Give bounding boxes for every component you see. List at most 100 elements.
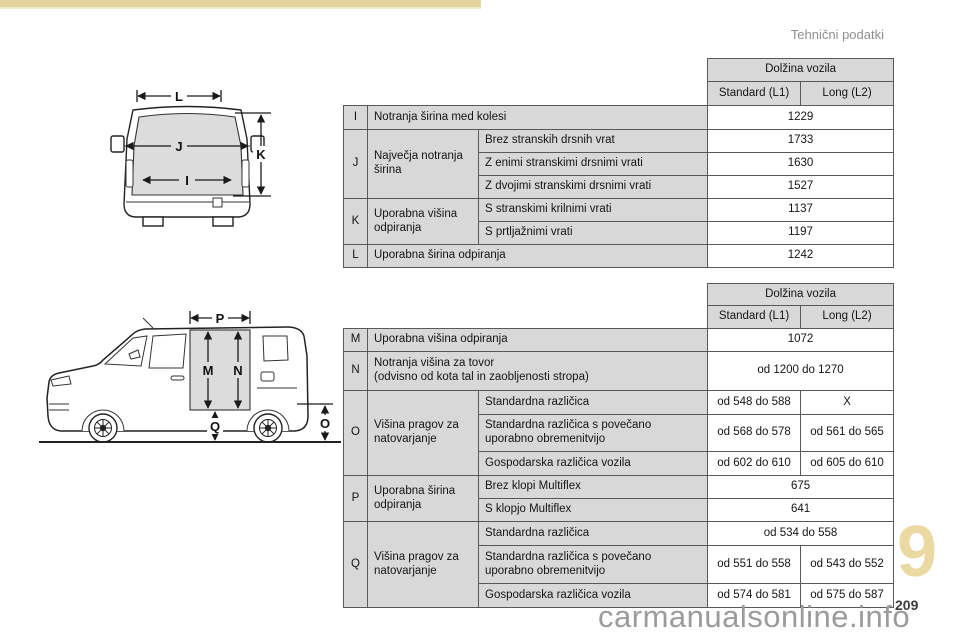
value-cell: od 602 do 610 [707,451,802,476]
value-cell: 1630 [707,152,895,176]
row-letter: O [343,390,368,476]
row-sublabel: Standardna različica [477,390,709,415]
value-cell: od 568 do 578 [707,414,802,452]
dim-label-L: L [175,89,183,104]
table-row: S prtljažnimi vrati 1197 [344,221,895,245]
dim-label-J: J [175,139,182,154]
table-row: J Največja notranja širina Brez stranski… [343,129,895,199]
table-row: Gospodarska različica vozila od 602 do 6… [344,451,895,476]
headlight [50,375,72,387]
row-letter: Q [343,521,368,608]
row-label: Uporabna širina odpiranja [366,244,709,268]
license-detail [212,197,223,208]
row-label: Notranja širina med kolesi [366,105,709,130]
table-row: M Uporabna višina odpiranja 1072 [343,328,895,352]
dim-label-N: N [233,363,242,378]
value-cell: od 605 do 610 [800,451,895,476]
spacer-cell [344,306,708,329]
dim-label-M: M [203,363,214,378]
row-label: Največja notranja širina [367,129,479,199]
row-sublabel: Z dvojimi stranskimi drsnimi vrati [477,175,709,199]
value-cell: od 543 do 552 [800,545,895,584]
row-sublabel: Gospodarska različica vozila [477,583,709,608]
antenna [142,317,154,329]
left-taillight [125,159,134,188]
table-row: S klopjo Multiflex 641 [344,498,895,522]
value-cell: od 1200 do 1270 [707,351,895,391]
row-label: Uporabna višina odpiranja [366,328,709,352]
value-cell: 641 [707,498,895,522]
right-taillight [241,159,250,188]
dim-label-O: O [320,416,330,431]
value-cell: od 551 do 558 [707,545,802,584]
running-header: Tehnični podatki [790,27,884,42]
accent-bar [0,0,481,9]
row-sublabel: Standardna različica [477,521,709,546]
row-letter: L [343,244,368,268]
column-header-standard: Standard (L1) [707,81,802,106]
row-sublabel: Gospodarska različica vozila [477,451,709,476]
table-row: L Uporabna širina odpiranja 1242 [343,244,895,268]
value-cell: 1733 [707,129,895,153]
table-row: Gospodarska različica vozila od 574 do 5… [344,583,895,608]
front-door-window [148,333,187,369]
column-group-header: Dolžina vozila [707,58,895,82]
value-cell: 1137 [707,198,895,222]
side-view-diagram: P M N Q O [39,310,341,443]
row-letter: N [343,351,368,391]
value-cell: 1197 [707,221,895,245]
table-row: Standardna različica s povečano uporabno… [344,545,895,584]
left-wheel [142,216,164,227]
right-wheel [212,216,234,227]
dimension-label-chips: P M N Q O [200,310,333,434]
value-cell: od 561 do 565 [800,414,895,452]
table-row: Standard (L1) Long (L2) [344,81,895,106]
row-sublabel: Z enimi stranskimi drsnimi vrati [477,152,709,176]
row-letter: P [343,475,368,522]
dimension-label-chips: L J I K [171,88,269,188]
dimensions-table-1: Dolžina vozila Standard (L1) Long (L2) I… [343,58,895,268]
row-sublabel: S stranskimi krilnimi vrati [477,198,709,222]
value-cell: 1527 [707,175,895,199]
row-label: Višina pragov za natovarjanje [367,521,479,608]
value-cell: 1229 [707,105,895,130]
row-label: Notranja višina za tovor (odvisno od kot… [366,351,709,391]
table-row: N Notranja višina za tovor (odvisno od k… [343,351,895,391]
row-letter: I [343,105,368,130]
value-cell: od 534 do 558 [707,521,895,546]
row-sublabel: Standardna različica s povečano uporabno… [477,545,709,584]
row-letter: M [343,328,368,352]
value-cell: od 548 do 588 [707,390,802,415]
table-row: K Uporabna višina odpiranja S stranskimi… [343,198,895,245]
row-sublabel: Brez stranskih drsnih vrat [477,129,709,153]
table-row: Q Višina pragov za natovarjanje Standard… [343,521,895,608]
chapter-number: 9 [897,512,938,592]
spacer-cell [344,284,708,306]
table-row: O Višina pragov za natovarjanje Standard… [343,390,895,476]
row-label: Uporabna višina odpiranja [367,198,479,245]
door-handle [170,375,185,381]
left-mirror [110,135,125,153]
row-label: Uporabna širina odpiranja [367,475,479,522]
dim-label-Q: Q [210,419,220,434]
rear-quarter-window [262,335,289,362]
value-cell: 1242 [707,244,895,268]
table-row: Dolžina vozila [344,58,895,82]
side-mirror [128,349,141,360]
rear-wheel [253,413,283,443]
rear-view-diagram: L J I K [110,88,271,227]
spacer-cell [344,59,708,82]
row-sublabel: Standardna različica s povečano uporabno… [477,414,709,452]
table-row: Dolžina vozila [344,283,895,306]
dim-label-I: I [185,173,189,188]
windshield [103,335,148,367]
row-letter: K [343,198,368,245]
row-sublabel: Brez klopi Multiflex [477,475,709,499]
column-header-long: Long (L2) [800,305,895,329]
dimensions-table-2: Dolžina vozila Standard (L1) Long (L2) M… [343,283,895,608]
page-number: 209 [895,597,919,613]
table-row: I Notranja širina med kolesi 1229 [343,105,895,130]
dim-label-P: P [216,311,225,326]
value-cell: 675 [707,475,895,499]
